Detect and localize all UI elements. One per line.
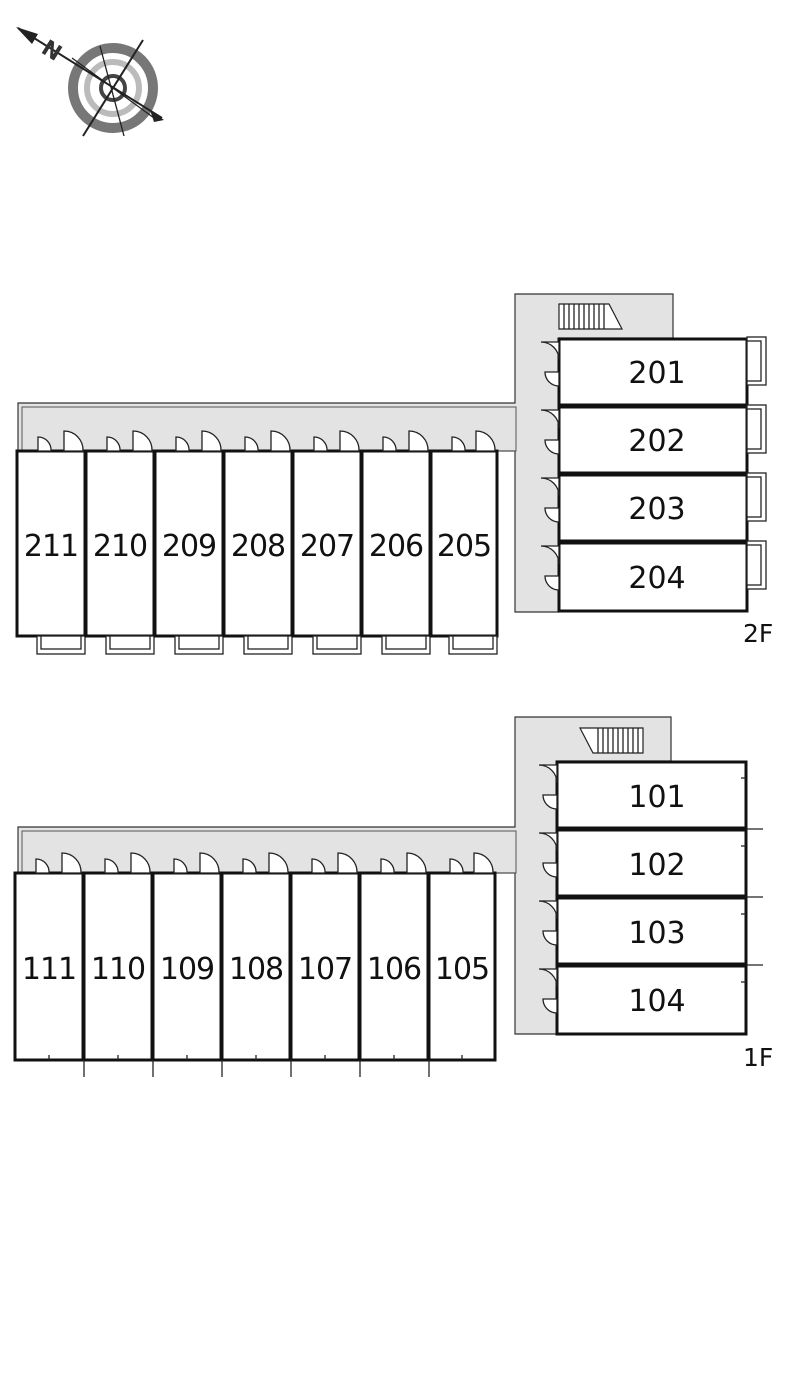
floor-1f: 111 110 109 108 (13, 716, 773, 1077)
unit-label: 103 (628, 916, 685, 951)
unit-2f-201: 201 (540, 336, 767, 407)
stairs-1f (579, 727, 644, 754)
stairs-2f (558, 303, 623, 330)
unit-2f-206: 206 (360, 430, 432, 655)
unit-label: 204 (628, 561, 685, 596)
unit-label: 104 (628, 984, 685, 1019)
unit-1f-111: 111 (13, 852, 85, 1062)
unit-2f-202: 202 (540, 404, 767, 475)
unit-label: 202 (628, 424, 685, 459)
unit-label: 203 (628, 492, 685, 527)
unit-1f-110: 110 (82, 852, 154, 1077)
unit-label: 109 (160, 952, 214, 987)
unit-1f-108: 108 (220, 852, 292, 1077)
unit-2f-204: 204 (540, 540, 767, 613)
unit-label: 101 (628, 780, 685, 815)
unit-label: 207 (300, 529, 354, 564)
unit-1f-104: 104 (538, 964, 763, 1036)
unit-label: 211 (24, 529, 78, 564)
unit-2f-207: 207 (291, 430, 363, 655)
unit-label: 108 (229, 952, 283, 987)
unit-1f-109: 109 (151, 852, 223, 1077)
unit-2f-210: 210 (84, 430, 156, 655)
unit-label: 107 (298, 952, 352, 987)
unit-1f-105: 105 (427, 852, 497, 1077)
unit-label: 106 (367, 952, 421, 987)
unit-label: 210 (93, 529, 147, 564)
unit-label: 102 (628, 848, 685, 883)
unit-1f-102: 102 (538, 828, 763, 898)
floor-label-2f: 2F (743, 619, 773, 648)
floor-2f: 211 210 209 208 (15, 293, 773, 655)
unit-label: 201 (628, 356, 685, 391)
unit-1f-106: 106 (358, 852, 430, 1077)
unit-label: 206 (369, 529, 423, 564)
unit-label: 110 (91, 952, 145, 987)
unit-1f-101: 101 (538, 760, 748, 830)
unit-2f-211: 211 (15, 430, 87, 655)
unit-label: 205 (437, 529, 491, 564)
unit-1f-107: 107 (289, 852, 361, 1077)
floor-label-1f: 1F (743, 1043, 773, 1072)
unit-label: 208 (231, 529, 285, 564)
unit-2f-209: 209 (153, 430, 225, 655)
unit-label: 111 (22, 952, 76, 987)
unit-label: 209 (162, 529, 216, 564)
unit-2f-205: 205 (429, 430, 499, 655)
unit-2f-208: 208 (222, 430, 294, 655)
unit-label: 105 (435, 952, 489, 987)
compass-icon: N (16, 27, 164, 137)
unit-2f-203: 203 (540, 472, 767, 543)
north-label: N (37, 36, 66, 67)
unit-1f-103: 103 (538, 896, 763, 966)
